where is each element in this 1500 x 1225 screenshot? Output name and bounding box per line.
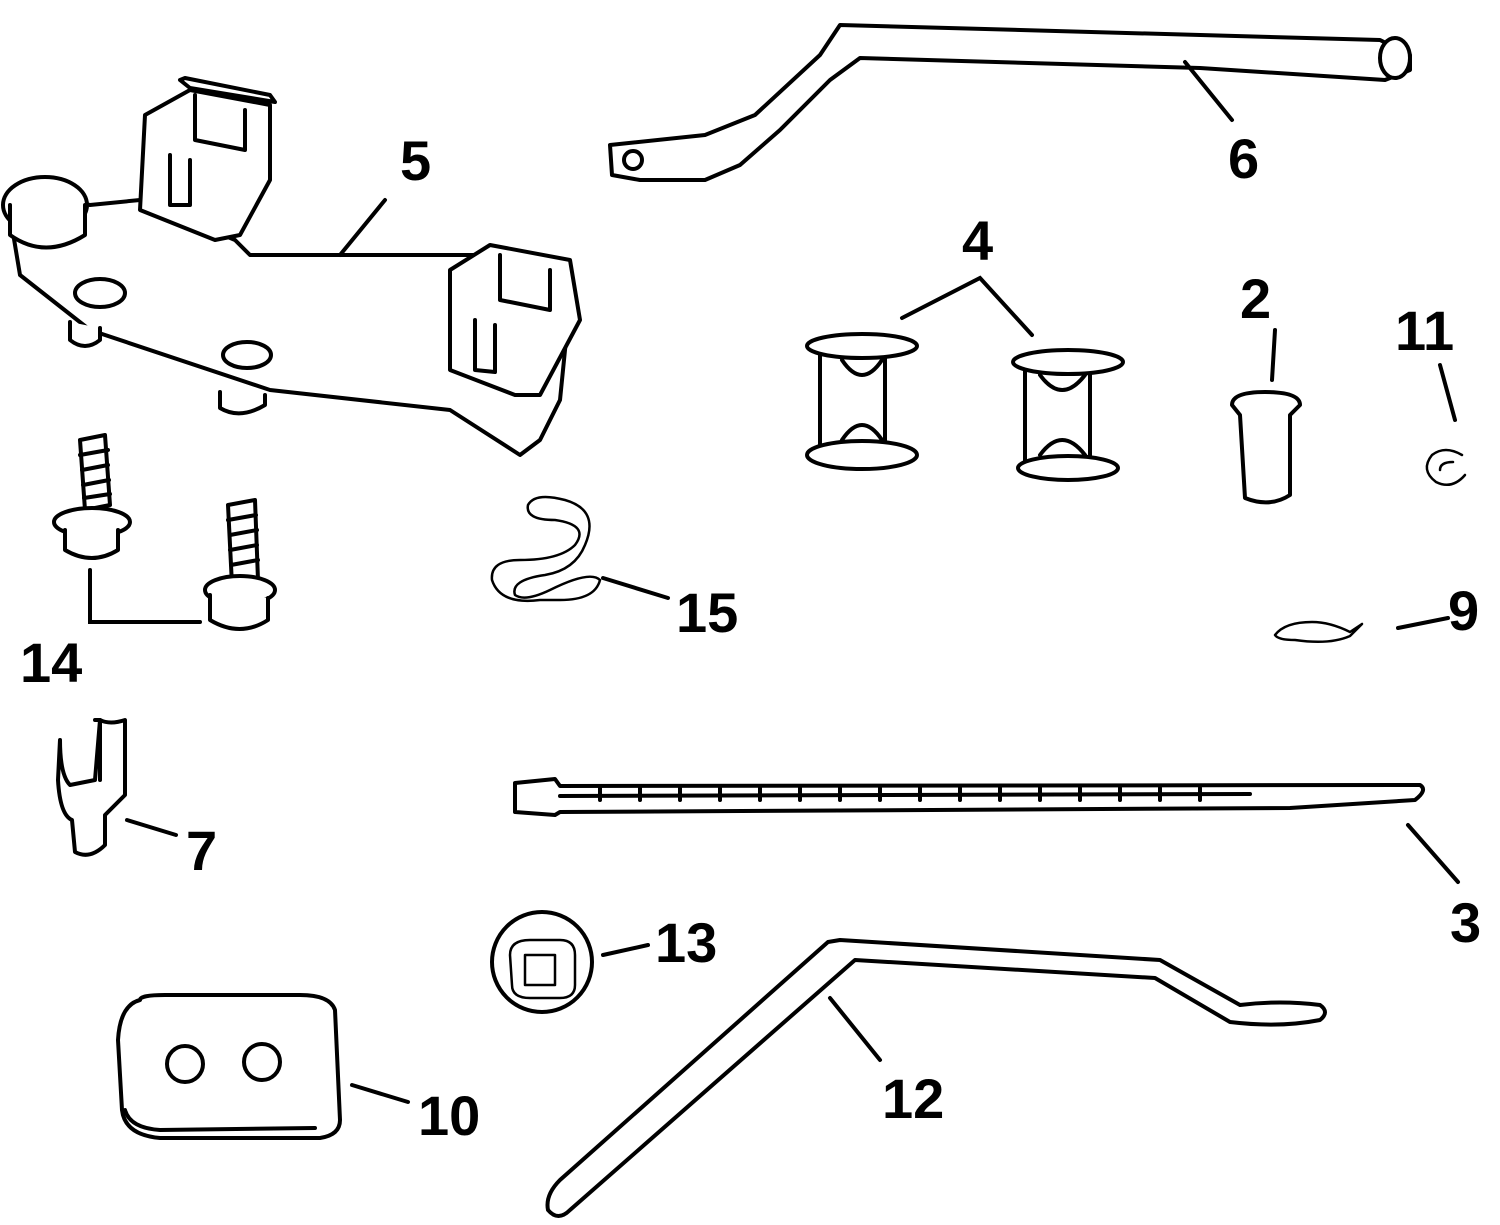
callout-5: 5	[400, 129, 431, 192]
leader-13	[601, 943, 650, 957]
callout-7: 7	[186, 819, 217, 882]
callout-14: 14	[20, 631, 82, 694]
callout-3: 3	[1450, 891, 1481, 954]
leader-14	[88, 568, 202, 624]
leader-11	[1438, 363, 1457, 422]
callout-10: 10	[418, 1084, 480, 1147]
retaining-ring-part	[1425, 448, 1467, 487]
leader-9	[1396, 616, 1450, 630]
callout-11: 11	[1395, 299, 1454, 362]
bushing-part-right	[1011, 348, 1125, 482]
cable-tie-part	[513, 777, 1426, 817]
leader-10	[350, 1083, 410, 1104]
bushing-part-left	[805, 332, 919, 471]
bracket-part	[1, 76, 582, 457]
rubber-pad-part	[116, 993, 342, 1140]
cotter-pin-part	[1273, 620, 1364, 644]
leader-3	[1406, 823, 1460, 884]
leader-5	[338, 198, 387, 257]
screw-part-left	[52, 433, 132, 560]
callout-6: 6	[1228, 127, 1259, 190]
leader-12	[828, 996, 882, 1062]
leader-2	[1270, 328, 1277, 382]
shift-rod-part	[545, 938, 1327, 1218]
screw-part-right	[203, 498, 277, 631]
leader-15	[601, 576, 670, 600]
leader-6	[1183, 60, 1234, 122]
leader-7	[125, 818, 178, 837]
callout-9: 9	[1448, 579, 1479, 642]
clip-part	[56, 718, 127, 857]
grommet-part	[490, 910, 594, 1014]
callout-4: 4	[962, 209, 993, 272]
callout-12: 12	[882, 1067, 944, 1130]
leader-4	[900, 275, 1034, 337]
link-rod-part	[608, 23, 1412, 182]
spring-clip-part	[490, 495, 602, 603]
pin-part	[1230, 390, 1302, 505]
callout-13: 13	[655, 911, 717, 974]
callout-15: 15	[676, 581, 738, 644]
callout-2: 2	[1240, 267, 1271, 330]
